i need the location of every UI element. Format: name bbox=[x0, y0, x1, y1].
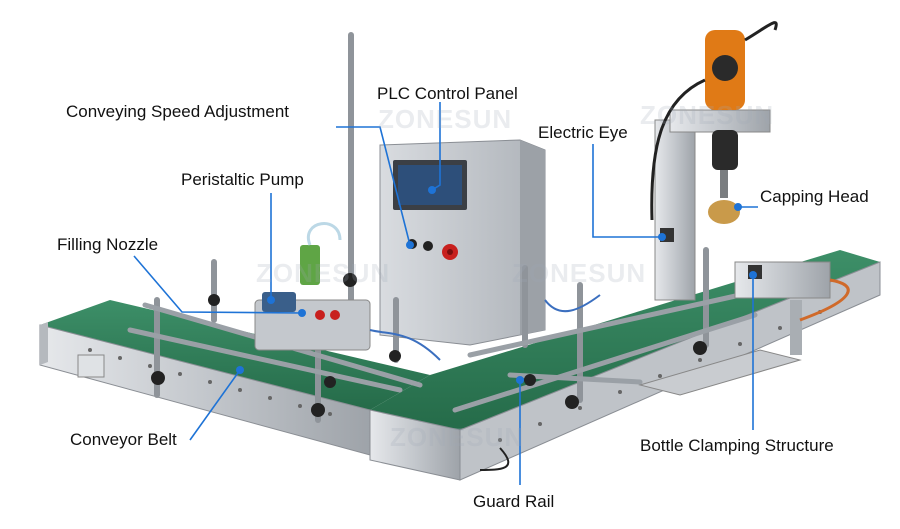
watermark-text: ZONESUN bbox=[512, 258, 647, 288]
label-guard-rail: Guard Rail bbox=[473, 492, 555, 511]
clamp-knobs bbox=[151, 273, 707, 417]
label-conveying-speed-adjustment: Conveying Speed Adjustment bbox=[66, 102, 290, 121]
label-filling-nozzle: Filling Nozzle bbox=[57, 235, 159, 254]
label-capping-head: Capping Head bbox=[760, 187, 869, 206]
callout-lines bbox=[133, 102, 758, 485]
watermark-text: ZONESUN bbox=[390, 422, 525, 452]
watermark-text: ZONESUN bbox=[640, 100, 775, 130]
watermark-text: ZONESUN bbox=[378, 104, 513, 134]
callout-conveying-speed-adjustment bbox=[336, 126, 411, 246]
watermark-text: ZONESUN bbox=[256, 258, 391, 288]
label-plc-control-panel: PLC Control Panel bbox=[377, 84, 518, 103]
guard-rail-bars bbox=[127, 292, 758, 413]
power-cable bbox=[479, 447, 510, 471]
plc-control-box bbox=[379, 139, 546, 346]
label-electric-eye: Electric Eye bbox=[538, 123, 628, 142]
label-peristaltic-pump: Peristaltic Pump bbox=[181, 170, 304, 189]
callout-conveyor-belt bbox=[189, 369, 241, 441]
callout-dots bbox=[236, 186, 757, 384]
capping-unit bbox=[650, 21, 778, 301]
label-bottle-clamping-structure: Bottle Clamping Structure bbox=[640, 436, 834, 455]
callout-electric-eye bbox=[592, 144, 662, 238]
tubing bbox=[369, 294, 601, 361]
label-conveyor-belt: Conveyor Belt bbox=[70, 430, 177, 449]
callout-filling-nozzle bbox=[133, 255, 303, 314]
